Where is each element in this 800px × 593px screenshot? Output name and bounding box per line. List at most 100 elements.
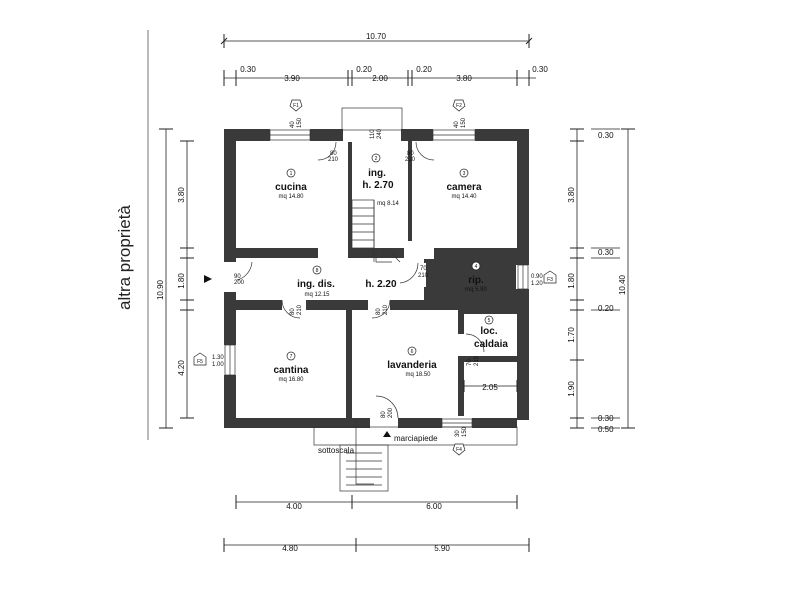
dim-bottom2-left: 4.80 — [282, 544, 298, 553]
staircase — [351, 199, 401, 263]
f2-height: 150 — [461, 117, 467, 128]
room-name: ing. dis. — [297, 279, 335, 290]
room-name-line2: caldaia — [474, 339, 508, 350]
dim-right-total: 10.40 — [618, 274, 627, 295]
f4-height: 150 — [462, 426, 468, 437]
dim-bottom2-right: 5.90 — [434, 544, 450, 553]
room-ripostiglio: 4 rip. mq 5.90 — [465, 261, 487, 293]
dim-right-seg-1: 3.80 — [567, 187, 576, 203]
f5-width: 1.30 — [212, 355, 224, 361]
window-f5-tag: F5 — [197, 359, 203, 365]
f3-height: 1.20 — [531, 281, 543, 287]
dim-right-seg-7: 0.30 — [598, 414, 614, 423]
lav-door-height: 210 — [383, 304, 389, 315]
cucina-door-height: 210 — [328, 157, 339, 163]
neighbor-label: altra proprietà — [115, 205, 134, 310]
corridor-partitions — [341, 107, 403, 131]
f1-height: 150 — [297, 117, 303, 128]
window-f1-tag: F1 — [293, 103, 299, 109]
dim-left-seg-0: 3.80 — [177, 187, 186, 203]
marciapiede-label: marciapiede — [394, 434, 438, 443]
room-name: cantina — [273, 365, 308, 376]
cantina-door-height: 210 — [297, 304, 303, 315]
dim-right-seg-3: 1.80 — [567, 273, 576, 289]
dim-top-seg-3: 2.00 — [372, 74, 388, 83]
dim-top-seg-6: 0.30 — [532, 65, 548, 74]
dimensions-left: 10.90 3.80 1.80 4.20 — [156, 128, 194, 429]
dim-left-total: 10.90 — [156, 279, 165, 300]
room-number: 7 — [290, 354, 293, 360]
top-door-width: 110 — [370, 129, 376, 139]
room-name: ing. — [368, 168, 386, 179]
rip-door-width: 70 — [420, 266, 427, 272]
room-disimpegno: 8 ing. dis. mq 12.15 h. 2.20 — [297, 265, 397, 298]
room-number: 5 — [488, 318, 491, 324]
outside-elements: marciapiede sottoscala — [313, 420, 518, 492]
dim-left-seg-2: 4.20 — [177, 360, 186, 376]
dim-top-seg-4: 0.20 — [416, 65, 432, 74]
room-name: lavanderia — [387, 360, 437, 371]
dimensions-right: 0.30 3.80 0.30 1.80 0.20 1.70 1.90 0.30 … — [567, 128, 635, 434]
f2-width: 40 — [454, 121, 460, 128]
room-number: 6 — [411, 349, 414, 355]
top-door-height: 240 — [377, 128, 383, 139]
door-swings — [236, 141, 485, 419]
f4-width: 30 — [455, 430, 461, 437]
dim-bottom1-left: 4.00 — [286, 502, 302, 511]
dimension-caldaia: 2.05 — [463, 380, 518, 392]
dim-right-seg-6: 1.90 — [567, 381, 576, 397]
caldaia-door-height: 210 — [474, 355, 480, 366]
cucina-door-width: 80 — [330, 151, 337, 157]
dim-top-seg-0: 0.30 — [240, 65, 256, 74]
room-area: mq 14.80 — [278, 194, 304, 200]
room-lavanderia: 6 lavanderia mq 18.50 — [387, 346, 437, 378]
room-name-line1: loc. — [480, 326, 497, 337]
room-height: h. 2.20 — [365, 279, 397, 290]
room-area: mq 12.15 — [304, 292, 330, 298]
sottoscala-label: sottoscala — [318, 446, 355, 455]
room-area: mq 8.14 — [377, 201, 399, 207]
room-name: cucina — [275, 182, 307, 193]
dim-right-seg-0: 0.30 — [598, 131, 614, 140]
dim-right-seg-8: 0.50 — [598, 425, 614, 434]
room-caldaia: 5 loc. caldaia — [474, 315, 508, 350]
dim-top-total: 10.70 — [366, 32, 387, 41]
camera-door-width: 80 — [407, 151, 414, 157]
f3-width: 0.90 — [531, 274, 543, 280]
lav-door-width: 80 — [376, 308, 382, 315]
cantina-door-width: 80 — [290, 308, 296, 315]
room-name: camera — [446, 182, 481, 193]
dim-left-seg-1: 1.80 — [177, 273, 186, 289]
room-number: 8 — [316, 268, 319, 274]
bottom-door-width: 80 — [381, 411, 387, 418]
f5-height: 1.00 — [212, 362, 224, 368]
room-height: h. 2.70 — [362, 180, 394, 191]
dim-right-seg-2: 0.30 — [598, 248, 614, 257]
window-frames — [224, 129, 529, 428]
room-cucina: 1 cucina mq 14.80 — [275, 168, 307, 200]
room-number: 4 — [475, 264, 478, 270]
dim-bottom1-right: 6.00 — [426, 502, 442, 511]
dim-top-seg-2: 0.20 — [356, 65, 372, 74]
opening-labels: 110 240 80 210 80 210 40 150 40 150 90 2… — [212, 117, 543, 437]
window-f3-tag: F3 — [547, 277, 553, 283]
walls — [221, 126, 530, 430]
window-tags: F1 F2 F3 F5 F4 — [193, 99, 557, 456]
room-area: mq 14.40 — [451, 194, 477, 200]
room-area: mq 18.50 — [405, 372, 431, 378]
room-number: 1 — [290, 171, 293, 177]
f1-width: 40 — [290, 121, 296, 128]
dim-right-seg-4: 0.20 — [598, 304, 614, 313]
dim-caldaia-width: 2.05 — [482, 383, 498, 392]
dim-top-seg-1: 3.90 — [284, 74, 300, 83]
caldaia-door-width: 70 — [467, 359, 473, 366]
room-number: 3 — [463, 171, 466, 177]
room-name: rip. — [468, 275, 484, 286]
room-ingresso: 2 ing. h. 2.70 mq 8.14 — [362, 153, 399, 207]
left-door-height: 200 — [234, 280, 245, 286]
bottom-door-height: 200 — [388, 407, 394, 418]
rip-door-height: 210 — [418, 273, 429, 279]
window-f2-tag: F2 — [456, 103, 462, 109]
camera-door-height: 210 — [405, 157, 416, 163]
